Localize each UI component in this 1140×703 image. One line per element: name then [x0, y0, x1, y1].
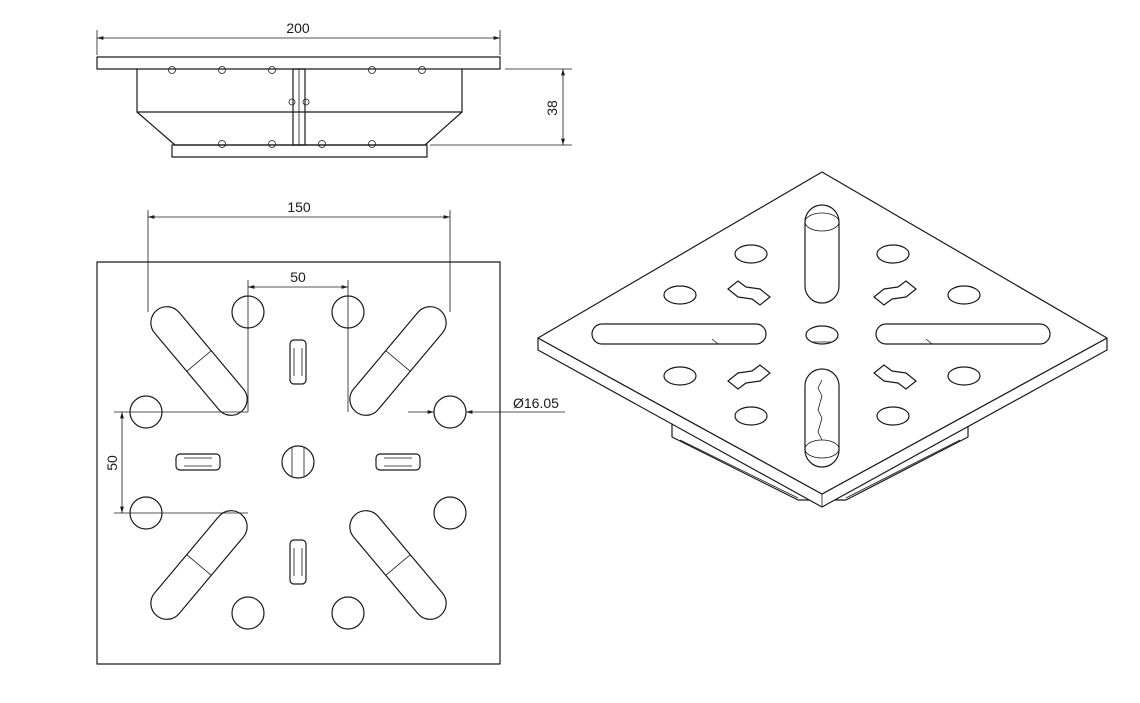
isometric-view — [537, 171, 1108, 508]
dim-outer-hole-span: 150 — [287, 199, 311, 215]
plate-outline — [96, 261, 501, 665]
dim-hole-diameter: Ø16.05 — [513, 395, 559, 411]
dim-height: 38 — [544, 100, 560, 116]
iso-bone-slots — [727, 280, 917, 390]
side-view: 200 38 — [96, 20, 572, 158]
iso-slots — [591, 204, 1051, 468]
center-hole — [281, 445, 315, 479]
dim-hole-pitch-vertical: 50 — [104, 455, 120, 471]
dim-hole-pitch-horizontal: 50 — [290, 269, 306, 285]
bone-slots — [175, 339, 421, 585]
iso-holes — [663, 244, 981, 426]
dim-overall-width: 200 — [286, 20, 310, 36]
top-view: 150 50 50 Ø16.05 — [96, 199, 565, 665]
diagonal-slots — [150, 306, 447, 620]
